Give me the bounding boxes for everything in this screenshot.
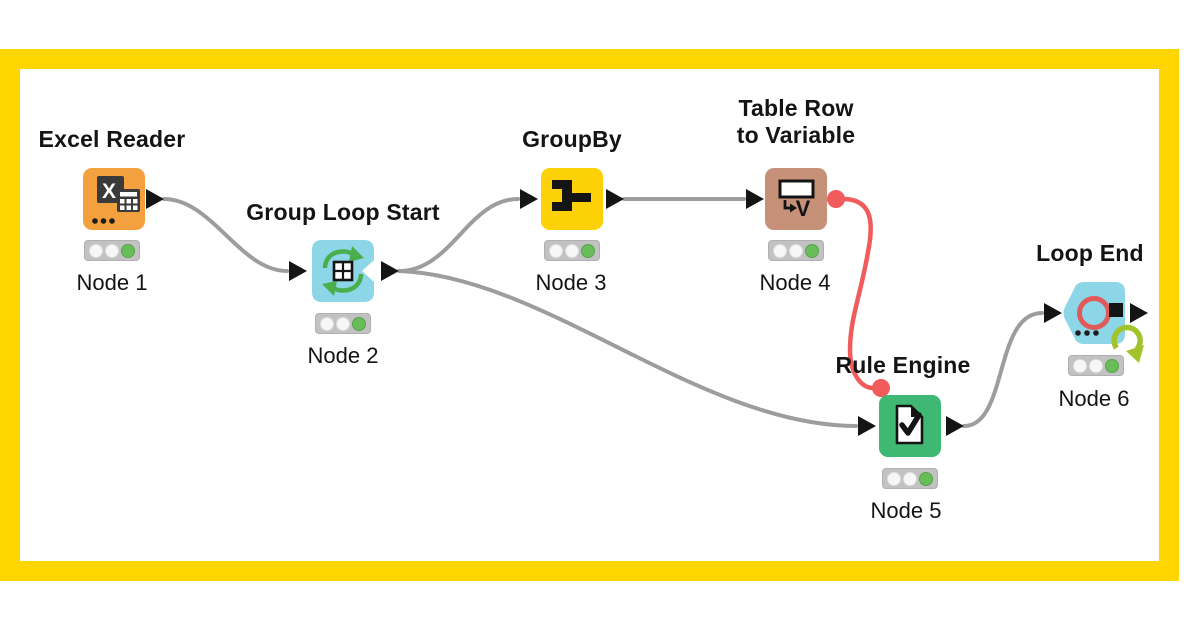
dynamic-ports-dots: [92, 218, 115, 224]
connection-node2-node5[interactable]: [397, 269, 858, 428]
flow-variable-output-port-node4[interactable]: [827, 190, 845, 208]
connection-node5-node6[interactable]: [962, 311, 1044, 428]
traffic-light-node3: [544, 240, 600, 261]
flow-variable-input-port-node5[interactable]: [872, 379, 890, 397]
group-loop-start-icon[interactable]: [311, 239, 375, 303]
node-title-table-row-to-variable: Table Row to Variable: [736, 95, 856, 148]
traffic-light-node6: [1068, 355, 1124, 376]
output-port-node3[interactable]: [606, 189, 624, 209]
status-yellow-off: [1089, 358, 1103, 373]
excel-reader-icon[interactable]: X: [82, 167, 146, 231]
loop-end-icon[interactable]: [1062, 281, 1128, 345]
excel-x-glyph: X: [97, 176, 140, 212]
loop-refresh-icon: [1111, 324, 1144, 363]
status-yellow-off: [336, 316, 350, 331]
groupby-icon[interactable]: [540, 167, 604, 231]
status-green-on: [581, 243, 595, 258]
status-red-off: [549, 243, 563, 258]
node-label-6: Node 6: [1058, 386, 1130, 411]
output-port-node6[interactable]: [1130, 303, 1148, 323]
svg-text:V: V: [796, 196, 811, 221]
loop-arrows-glyph: [322, 246, 364, 296]
node-title-loop-end: Loop End: [1036, 240, 1144, 266]
status-yellow-off: [903, 471, 917, 486]
connection-node1-node2[interactable]: [162, 197, 289, 273]
status-red-off: [887, 471, 901, 486]
table-grid-glyph: [332, 260, 354, 282]
output-port-node1[interactable]: [146, 189, 164, 209]
status-red-off: [1073, 358, 1087, 373]
node-label-4: Node 4: [759, 270, 831, 295]
traffic-light-node1: [84, 240, 140, 261]
node-title-groupby: GroupBy: [522, 126, 622, 152]
traffic-light-node2: [315, 313, 371, 334]
node-title-group-loop-start: Group Loop Start: [246, 199, 440, 225]
node-label-1: Node 1: [76, 270, 148, 295]
row-to-variable-glyph: V: [778, 179, 815, 221]
table-row-to-variable-icon[interactable]: V: [764, 167, 828, 231]
node-title-excel-reader: Excel Reader: [38, 126, 186, 152]
status-green-on: [1105, 358, 1119, 373]
input-port-node2[interactable]: [289, 261, 307, 281]
loop-end-glyph: [1077, 296, 1123, 330]
status-red-off: [773, 243, 787, 258]
input-port-node3[interactable]: [520, 189, 538, 209]
connection-node4-node5-flow-variable[interactable]: [840, 196, 875, 391]
status-green-on: [352, 316, 366, 331]
svg-text:X: X: [102, 180, 116, 203]
status-green-on: [121, 243, 135, 258]
traffic-light-node5: [882, 468, 938, 489]
input-port-node6[interactable]: [1044, 303, 1062, 323]
output-port-node5[interactable]: [946, 416, 964, 436]
status-red-off: [89, 243, 103, 258]
connection-node2-node3[interactable]: [397, 197, 520, 273]
rule-engine-icon[interactable]: [878, 394, 942, 458]
status-yellow-off: [565, 243, 579, 258]
traffic-light-node4: [768, 240, 824, 261]
node-label-3: Node 3: [535, 270, 607, 295]
status-green-on: [805, 243, 819, 258]
status-yellow-off: [789, 243, 803, 258]
input-port-node5[interactable]: [858, 416, 876, 436]
input-port-node4[interactable]: [746, 189, 764, 209]
node-title-rule-engine: Rule Engine: [835, 352, 971, 378]
group-merge-glyph: [552, 180, 591, 211]
status-green-on: [919, 471, 933, 486]
output-port-node2[interactable]: [381, 261, 399, 281]
node-label-5: Node 5: [870, 498, 942, 523]
checked-document-glyph: [895, 404, 924, 445]
dynamic-ports-dots: [1075, 330, 1099, 336]
status-yellow-off: [105, 243, 119, 258]
node-label-2: Node 2: [307, 343, 379, 368]
status-red-off: [320, 316, 334, 331]
